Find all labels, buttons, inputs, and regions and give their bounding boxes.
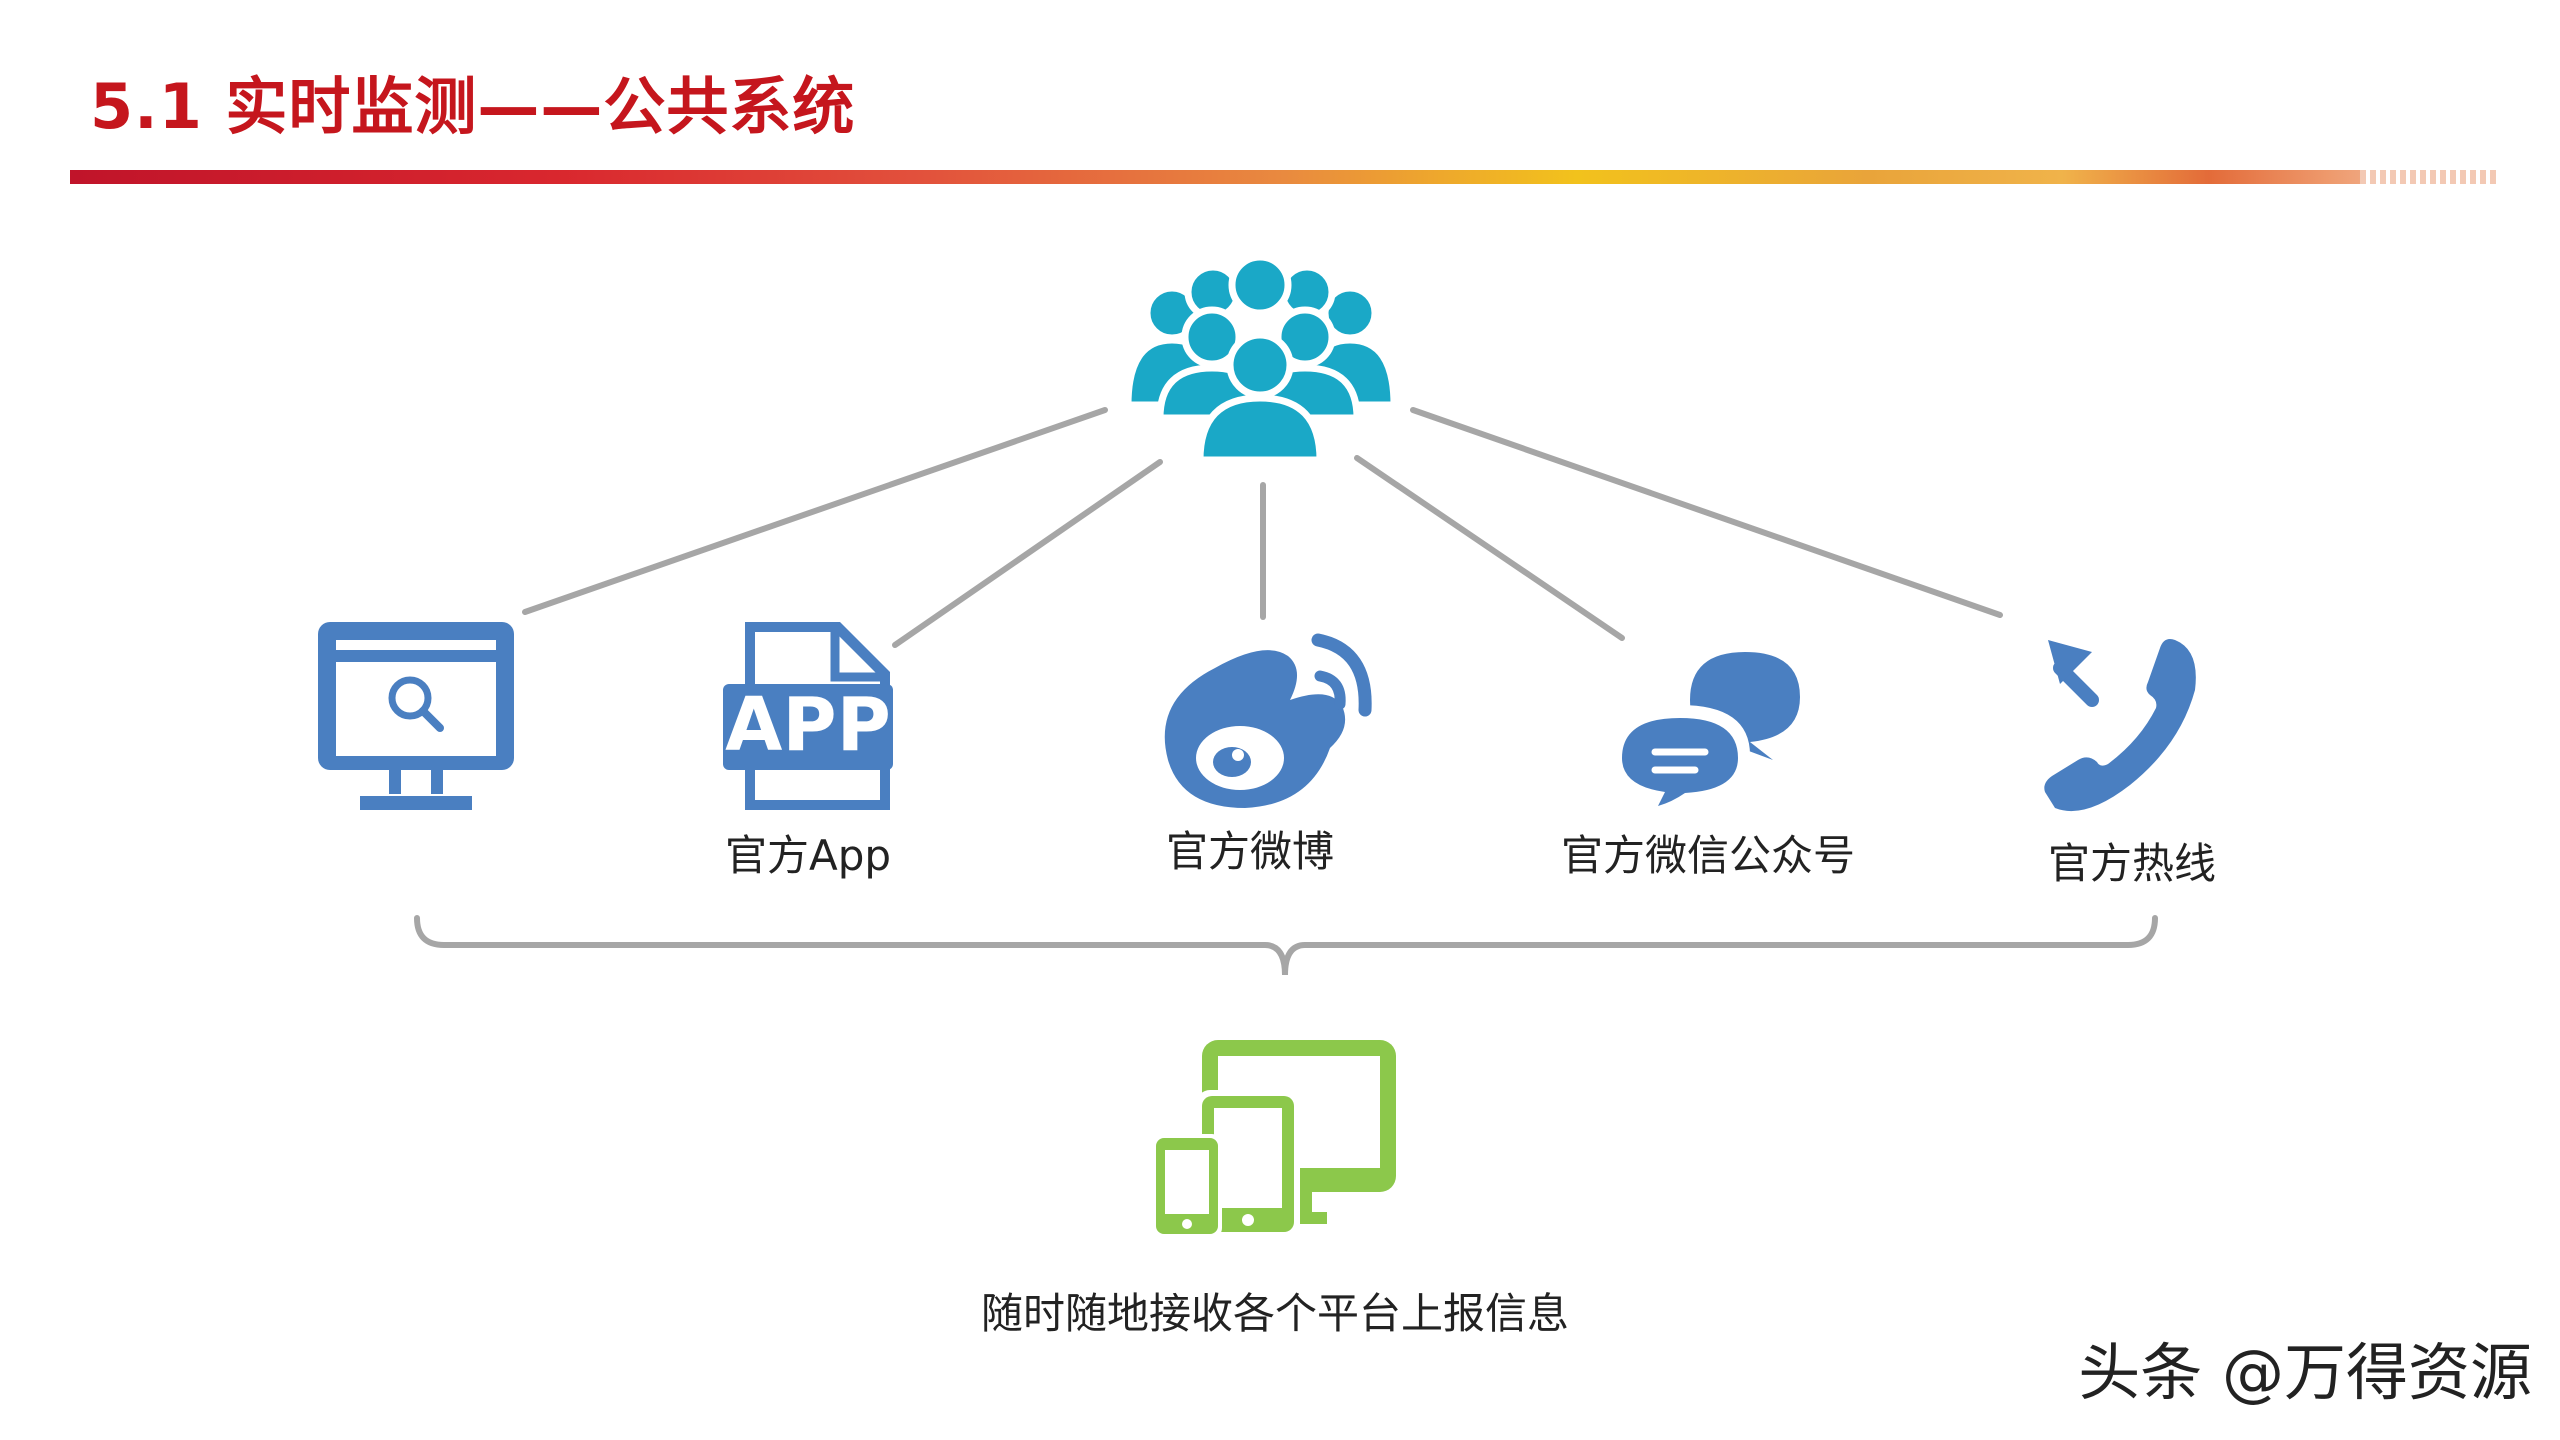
weibo-icon	[1164, 633, 1372, 808]
grouping-brace	[414, 915, 2158, 976]
label-receive-reports: 随时随地接收各个平台上报信息	[980, 1289, 1570, 1338]
label-official-weibo: 官方微博	[1165, 827, 1335, 876]
multi-device-icon	[1152, 1040, 1396, 1238]
label-official-hotline: 官方热线	[2047, 839, 2217, 888]
phone-outgoing-icon	[2044, 639, 2196, 812]
page-title: 5.1 实时监测——公共系统	[90, 70, 856, 143]
connector-hotline	[1410, 407, 2003, 618]
connector-app	[892, 459, 1163, 648]
connector-wechat	[1354, 455, 1625, 641]
label-official-wechat: 官方微信公众号	[1560, 831, 1856, 880]
app-icon-text: APP	[725, 682, 891, 768]
watermark: 头条 @万得资源	[2078, 1336, 2532, 1409]
title-decorative-bar	[70, 170, 2500, 184]
monitor-search-icon	[318, 622, 514, 810]
app-file-icon: APP	[723, 622, 893, 810]
label-official-app: 官方App	[724, 831, 892, 880]
people-group-icon	[1124, 253, 1398, 464]
connector-website	[522, 407, 1108, 615]
chat-bubbles-icon	[1610, 652, 1800, 815]
